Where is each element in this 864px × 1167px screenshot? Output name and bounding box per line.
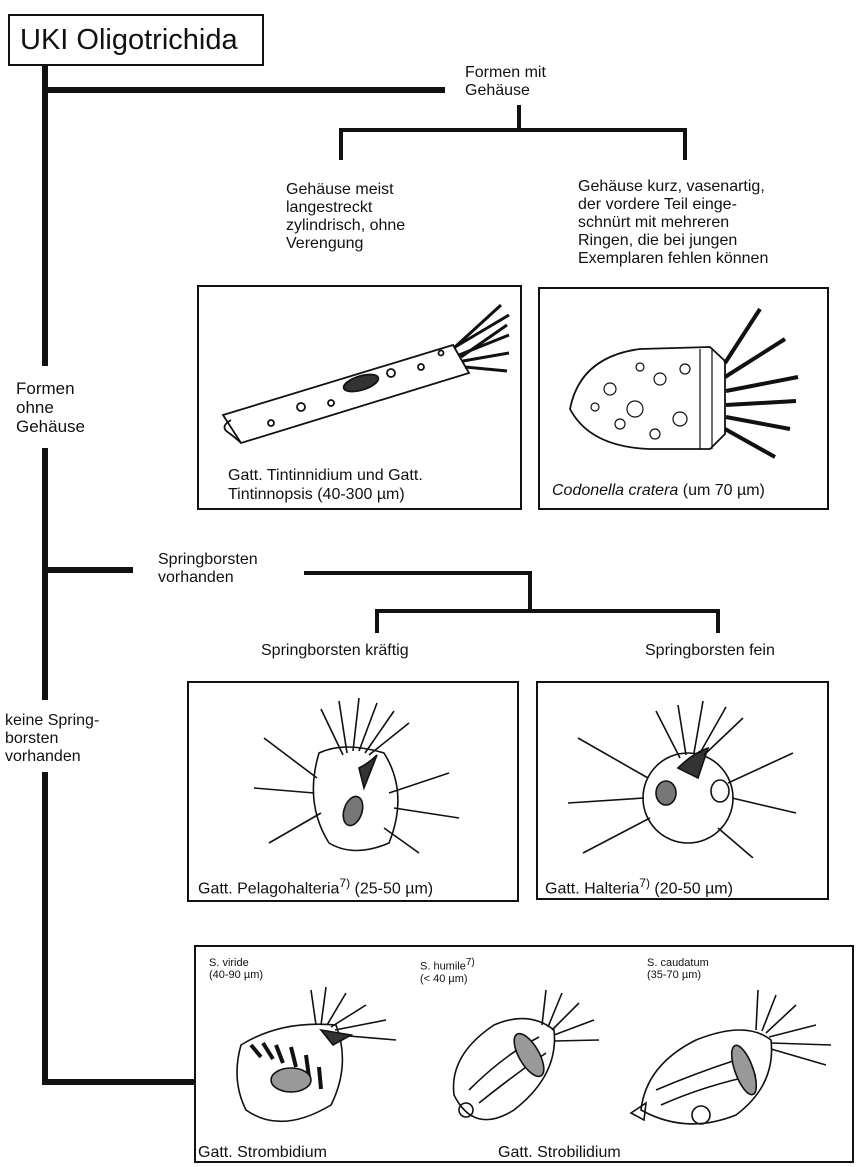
species-size: (< 40 µm) (420, 973, 475, 985)
figure-box-codonella: Codonella cratera (um 70 µm) (538, 287, 829, 510)
codonella-size: (um 70 µm) (683, 482, 765, 499)
branch-label-no-bristles: keine Spring- borsten vorhanden (5, 712, 99, 766)
branch-label-line: keine Spring- (5, 712, 99, 730)
tintinnidium-caption: Gatt. Tintinnidium und Gatt. Tintinnopsi… (228, 466, 423, 504)
description-line: schnürt mit mehreren (578, 214, 768, 232)
case-type-elongated: Gehäuse meist langestreckt zylindrisch, … (286, 181, 405, 253)
branch-label-line: Formen (16, 379, 85, 398)
footnote-marker: 7) (639, 876, 650, 890)
figure-box-tintinnidium: Gatt. Tintinnidium und Gatt. Tintinnopsi… (197, 285, 522, 510)
footnote-marker: 7) (466, 957, 475, 968)
description-line: langestreckt (286, 199, 405, 217)
figure-box-pelagohalteria: Gatt. Pelagohalteria7) (25-50 µm) (187, 681, 519, 902)
halteria-size: (20-50 µm) (654, 880, 733, 897)
pelagohalteria-size: (25-50 µm) (355, 880, 434, 897)
s-humile-illustration (434, 985, 624, 1135)
tintinnidium-illustration (211, 295, 511, 455)
s-caudatum-label: S. caudatum (35-70 µm) (647, 957, 709, 981)
strombidium-genus: Gatt. Strombidium (198, 1143, 327, 1162)
branch-label-line: Springborsten (158, 551, 258, 569)
branch-label-line: vorhanden (5, 748, 99, 766)
key-title: UKI Oligotrichida (8, 14, 264, 66)
bristle-type-fine: Springborsten fein (645, 642, 775, 660)
branch-label-line: Formen mit (465, 64, 546, 82)
pelagohalteria-illustration (249, 693, 469, 858)
s-caudatum-illustration (626, 985, 846, 1135)
s-viride-label: S. viride (40-90 µm) (209, 957, 263, 981)
s-humile-label: S. humile7) (< 40 µm) (420, 957, 475, 985)
description-line: Gehäuse meist (286, 181, 405, 199)
strobilidium-genus: Gatt. Strobilidium (498, 1143, 621, 1162)
branch-label-line: Gehäuse (16, 417, 85, 436)
branch-label-line: borsten (5, 730, 99, 748)
species-line: (40-90 µm) (209, 969, 263, 981)
bristle-type-strong: Springborsten kräftig (261, 642, 409, 660)
species-line: S. viride (209, 957, 263, 969)
branch-label-line: ohne (16, 398, 85, 417)
footnote-marker: 7) (339, 876, 350, 890)
species-line: S. caudatum (647, 957, 709, 969)
halteria-illustration (568, 693, 798, 858)
figure-box-halteria: Gatt. Halteria7) (20-50 µm) (536, 681, 829, 900)
case-type-vase: Gehäuse kurz, vasenartig, der vordere Te… (578, 178, 768, 268)
description-line: Verengung (286, 235, 405, 253)
description-line: zylindrisch, ohne (286, 217, 405, 235)
species-name: S. humile (420, 961, 466, 973)
pelagohalteria-genus: Gatt. Pelagohalteria (198, 880, 339, 897)
species-line: (35-70 µm) (647, 969, 709, 981)
halteria-genus: Gatt. Halteria (545, 880, 639, 897)
codonella-species-name: Codonella cratera (552, 482, 678, 499)
codonella-caption: Codonella cratera (um 70 µm) (552, 481, 765, 500)
branch-label-bristles: Springborsten vorhanden (158, 551, 258, 587)
description-line: Exemplaren fehlen können (578, 250, 768, 268)
pelagohalteria-caption: Gatt. Pelagohalteria7) (25-50 µm) (198, 874, 433, 898)
halteria-caption: Gatt. Halteria7) (20-50 µm) (545, 874, 733, 898)
description-line: Gehäuse kurz, vasenartig, (578, 178, 768, 196)
caption-line: Tintinnopsis (40-300 µm) (228, 485, 423, 504)
branch-label-line: vorhanden (158, 569, 258, 587)
description-line: Ringen, die bei jungen (578, 232, 768, 250)
codonella-illustration (560, 299, 810, 464)
branch-label-with-case: Formen mit Gehäuse (465, 64, 546, 100)
description-line: der vordere Teil einge- (578, 196, 768, 214)
caption-line: Gatt. Tintinnidium und Gatt. (228, 466, 423, 485)
figure-box-strobilids: S. viride (40-90 µm) S. humile7) (< 40 µ… (194, 945, 854, 1163)
branch-label-line: Gehäuse (465, 82, 546, 100)
branch-label-without-case: Formen ohne Gehäuse (16, 379, 85, 436)
s-viride-illustration (221, 985, 411, 1135)
